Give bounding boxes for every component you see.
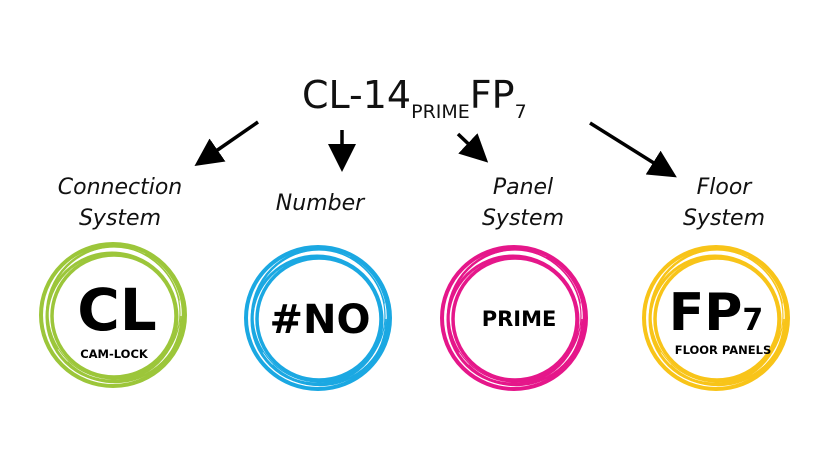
title-code: CL-14PRIMEFP7 [302, 73, 527, 123]
badge-ring-number [244, 245, 392, 391]
label-floor-2: System [683, 206, 765, 231]
badge-fp7: FP7 [669, 283, 764, 343]
label-connection-1: Connection [58, 175, 182, 200]
ring-stroke [47, 246, 181, 380]
ring-stroke [451, 256, 579, 382]
arrow-panel [456, 132, 489, 163]
label-panel-2: System [482, 206, 564, 231]
badge-ring-cam-lock [39, 242, 187, 388]
ring-stroke [252, 249, 386, 383]
ring-stroke [245, 248, 387, 390]
ring-stroke [255, 256, 383, 382]
arrow-connection [194, 120, 259, 166]
label-panel-1: Panel [493, 175, 553, 200]
ring-stroke [448, 249, 582, 383]
label-floor-1: Floor [697, 175, 754, 200]
badge-ring-floor-panels [642, 245, 790, 391]
badge-cam-lock-text: CAM-LOCK [80, 347, 149, 361]
ring-stroke [50, 253, 178, 379]
badge-ring-prime [440, 245, 588, 391]
ring-stroke [40, 245, 182, 387]
ring-stroke [650, 249, 784, 383]
label-connection-2: System [79, 206, 161, 231]
label-number: Number [276, 191, 366, 216]
badge-floor-panels-text: FLOOR PANELS [675, 343, 772, 357]
ring-stroke [643, 248, 785, 390]
ring-stroke [441, 248, 583, 390]
badge-cl: CL [77, 276, 157, 344]
badge-prime: PRIME [482, 307, 557, 331]
ring-stroke [653, 256, 781, 382]
badge-number: #NO [270, 297, 371, 343]
arrow-floor [589, 121, 677, 178]
